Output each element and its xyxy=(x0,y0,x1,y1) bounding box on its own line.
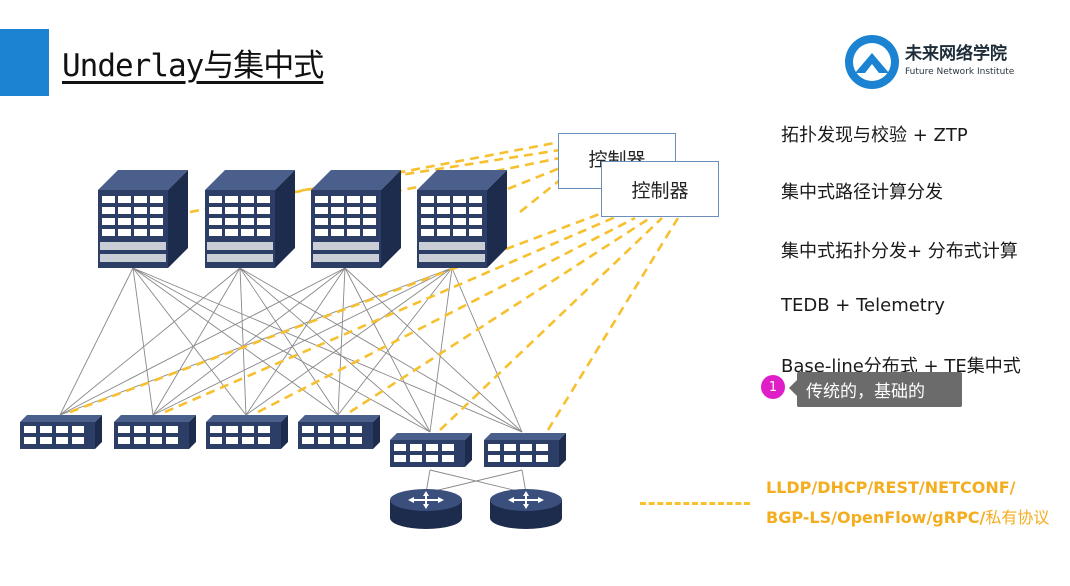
logo-name-en: Future Network Institute xyxy=(905,67,1015,77)
leaf-switch xyxy=(114,415,196,449)
logo-name-cn: 未来网络学院 xyxy=(905,44,1007,64)
router-icon xyxy=(489,488,563,530)
spine-switch xyxy=(417,170,507,268)
feature-item: Base-line分布式 + TE集中式 xyxy=(781,356,1021,377)
controller-box-front: 控制器 xyxy=(601,161,719,217)
tooltip-arrow xyxy=(789,380,797,396)
institute-logo: 未来网络学院 Future Network Institute xyxy=(843,33,1033,91)
logo-mountain-icon xyxy=(845,35,899,89)
leaf-switch xyxy=(206,415,288,449)
feature-item: 拓扑发现与校验 + ZTP xyxy=(781,125,968,146)
legend-private-protocols: 私有协议 xyxy=(985,508,1050,527)
annotation-tooltip: 传统的，基础的 xyxy=(797,372,962,407)
feature-item: TEDB + Telemetry xyxy=(781,295,945,316)
legend-protocols: BGP-LS/OpenFlow/gRPC/ xyxy=(766,508,986,527)
leaf-switch xyxy=(20,415,102,449)
page-title: Underlay与集中式 xyxy=(62,48,324,84)
leaf-switch xyxy=(298,415,380,449)
leaf-switch xyxy=(484,433,566,467)
legend-dashed-line xyxy=(640,502,750,505)
feature-item: 集中式路径计算分发 xyxy=(781,182,943,203)
legend-line-2: BGP-LS/OpenFlow/gRPC/私有协议 xyxy=(766,504,1049,528)
feature-item: 集中式拓扑分发+ 分布式计算 xyxy=(781,241,1018,262)
title-accent-bar xyxy=(0,29,49,96)
spine-switch xyxy=(205,170,295,268)
annotation-badge[interactable]: 1 xyxy=(761,375,785,399)
router-icon xyxy=(389,488,463,530)
legend-line-1: LLDP/DHCP/REST/NETCONF/ xyxy=(766,478,1016,497)
spine-switch xyxy=(311,170,401,268)
leaf-switch xyxy=(390,433,472,467)
spine-switch xyxy=(98,170,188,268)
fabric-links xyxy=(59,267,527,494)
